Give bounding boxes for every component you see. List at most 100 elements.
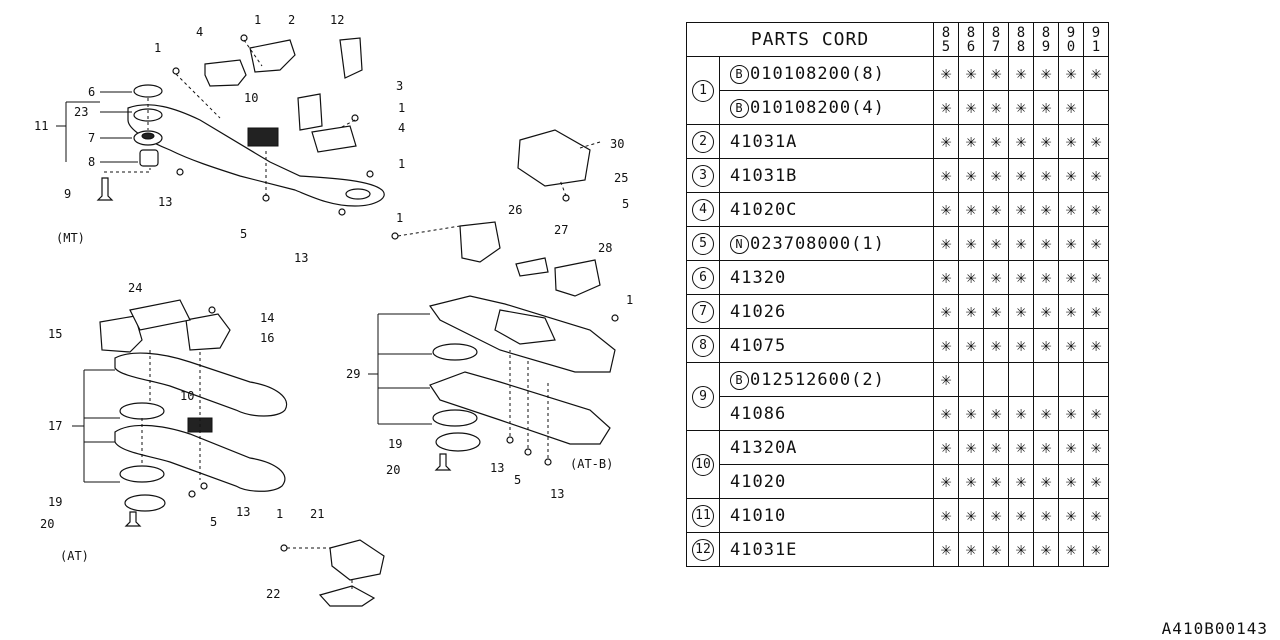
year-applicability-cell: ✳	[1033, 226, 1059, 261]
year-applicability-cell: ✳	[1083, 498, 1109, 533]
year-applicability-cell	[1083, 362, 1109, 397]
bolt-1	[280, 544, 288, 552]
applicable-mark: ✳	[940, 165, 952, 186]
year-applicability-cell: ✳	[933, 260, 959, 295]
callout: 20	[40, 517, 54, 531]
applicable-mark: ✳	[1065, 301, 1077, 322]
pad-10	[247, 127, 279, 147]
applicable-mark: ✳	[1065, 199, 1077, 220]
callout: 1	[398, 101, 405, 115]
year-applicability-cell: ✳	[1083, 192, 1109, 227]
mt-crossmember-hole	[345, 188, 371, 200]
applicable-mark: ✳	[1040, 301, 1052, 322]
applicable-mark: ✳	[940, 233, 952, 254]
callout: 2	[288, 13, 295, 27]
ref-number-cell: 8	[686, 328, 720, 363]
plate-28a	[432, 343, 478, 361]
ref-number: 8	[692, 335, 714, 357]
applicable-mark: ✳	[965, 301, 977, 322]
plate-28b	[432, 409, 478, 427]
applicable-mark: ✳	[965, 267, 977, 288]
plate-19	[124, 494, 166, 512]
year-applicability-cell: ✳	[983, 192, 1009, 227]
applicable-mark: ✳	[965, 97, 977, 118]
year-digit: 8	[1041, 24, 1051, 41]
year-digit: 8	[966, 24, 976, 41]
washer-6	[133, 84, 163, 98]
applicable-mark: ✳	[965, 199, 977, 220]
year-applicability-cell: ✳	[1008, 226, 1034, 261]
exploded-parts-diagram: 1 2 4 1 12 6 23 11 7 8 9 13 10 3 1 4 1 5…	[34, 13, 633, 607]
part-code-cell: 41020	[719, 464, 934, 499]
ref-number: 11	[692, 505, 714, 527]
callout: 19	[388, 437, 402, 451]
year-digit: 9	[1091, 24, 1101, 41]
callout: 5	[514, 473, 521, 487]
spacer-8	[139, 149, 159, 167]
bolt-20-atb	[434, 453, 452, 471]
bolt-1	[240, 34, 248, 42]
year-applicability-cell: ✳	[1058, 430, 1084, 465]
bracket-24	[129, 299, 191, 331]
applicable-mark: ✳	[1065, 403, 1077, 424]
cushion-7-center	[141, 132, 155, 140]
mount-26	[459, 221, 501, 263]
ref-number: 4	[692, 199, 714, 221]
year-applicability-cell: ✳	[958, 192, 984, 227]
year-applicability-cell	[1058, 362, 1084, 397]
year-applicability-cell: ✳	[1033, 260, 1059, 295]
applicable-mark: ✳	[1040, 63, 1052, 84]
nut-13	[544, 458, 552, 466]
year-applicability-cell: ✳	[1058, 226, 1084, 261]
year-applicability-cell: ✳	[1008, 532, 1034, 567]
applicable-mark: ✳	[990, 437, 1002, 458]
year-applicability-cell: ✳	[933, 362, 959, 397]
year-applicability-cell: ✳	[958, 498, 984, 533]
callout: 25	[614, 171, 628, 185]
ref-number: 6	[692, 267, 714, 289]
ref-number-cell: 6	[686, 260, 720, 295]
part-code: 010108200(4)	[750, 97, 885, 118]
applicable-mark: ✳	[990, 97, 1002, 118]
applicable-mark: ✳	[965, 505, 977, 526]
part-code: 41020C	[730, 199, 798, 220]
applicable-mark: ✳	[1015, 97, 1027, 118]
year-digit: 8	[1016, 38, 1026, 55]
ref-number: 2	[692, 131, 714, 153]
part-code: 41031A	[730, 131, 798, 152]
year-applicability-cell: ✳	[958, 464, 984, 499]
applicable-mark: ✳	[1065, 165, 1077, 186]
applicable-mark: ✳	[965, 437, 977, 458]
callout: 23	[74, 105, 88, 119]
year-applicability-cell: ✳	[933, 328, 959, 363]
year-applicability-cell: ✳	[983, 124, 1009, 159]
year-applicability-cell: ✳	[983, 328, 1009, 363]
part-prefix: B	[730, 64, 749, 84]
year-applicability-cell: ✳	[983, 464, 1009, 499]
part-code: 012512600(2)	[750, 369, 885, 390]
year-applicability-cell: ✳	[1008, 158, 1034, 193]
nut-13	[338, 208, 346, 216]
ref-number: 10	[692, 454, 714, 476]
applicable-mark: ✳	[1015, 165, 1027, 186]
applicable-mark: ✳	[1065, 335, 1077, 356]
bolt-1	[391, 232, 399, 240]
callout: 13	[236, 505, 250, 519]
bolt-14	[208, 306, 216, 314]
part-code-cell: 41031E	[719, 532, 934, 567]
callout: 5	[622, 197, 629, 211]
table-row: 41086✳✳✳✳✳✳✳	[687, 396, 1109, 431]
callout: 9	[64, 187, 71, 201]
applicable-mark: ✳	[990, 165, 1002, 186]
year-applicability-cell: ✳	[1058, 56, 1084, 91]
applicable-mark: ✳	[1090, 437, 1102, 458]
